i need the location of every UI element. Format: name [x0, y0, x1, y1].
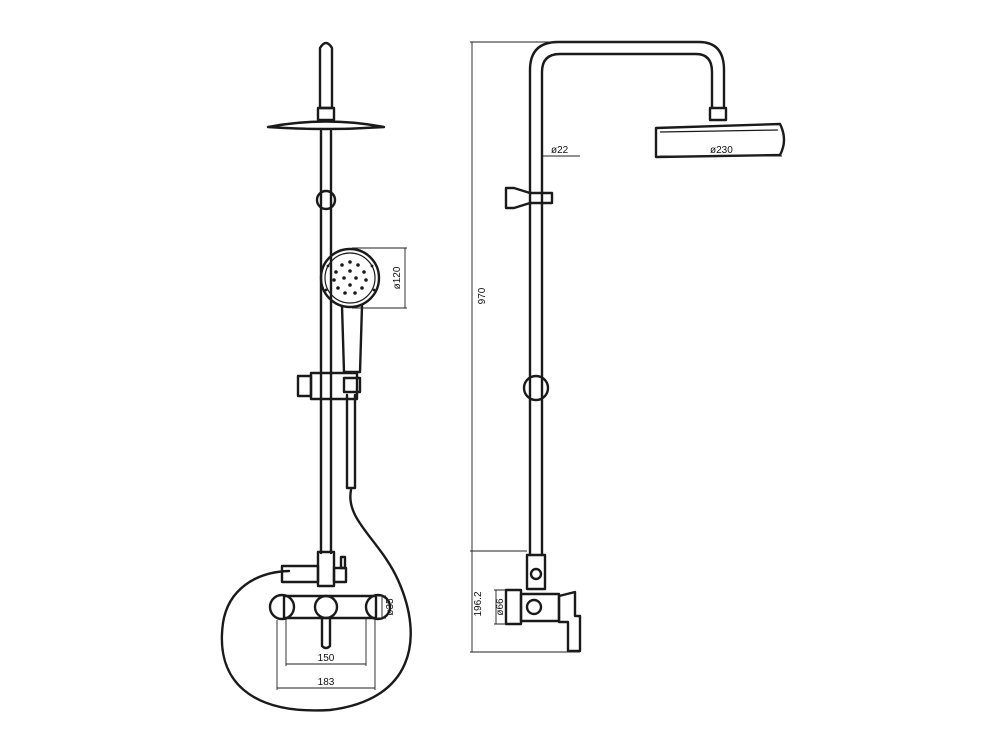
front-view: ø35 150 183 ø120 — [220, 41, 412, 712]
handset-head — [319, 247, 381, 309]
dim-lower-height: 196.2 — [470, 550, 527, 617]
side-rain-head — [654, 122, 786, 159]
dim-total-height: 970 — [470, 41, 700, 653]
dim-inner-width-label: 150 — [318, 653, 335, 664]
dim-lower-height-label: 196.2 — [473, 591, 484, 616]
dim-handset: ø120 — [352, 247, 407, 309]
side-head-connector — [708, 106, 728, 122]
dim-rail-label: ø22 — [551, 145, 569, 156]
side-mixer-lever — [557, 590, 582, 653]
side-wall-flange — [504, 588, 523, 626]
side-mixer-nut — [525, 598, 543, 616]
side-diverter-knob — [529, 567, 543, 581]
mixer-lever — [320, 616, 332, 650]
dim-rail: ø22 — [543, 145, 580, 157]
dim-body-label: ø66 — [495, 598, 506, 616]
side-slide-bracket — [504, 186, 554, 210]
mixer-left-cap — [268, 593, 296, 621]
hose-loop — [220, 488, 412, 712]
dim-outer-width-label: 183 — [318, 677, 335, 688]
dim-handset-label: ø120 — [392, 266, 403, 289]
dim-outlet: ø35 — [378, 595, 396, 619]
side-stop-ball — [522, 374, 550, 402]
slide-holder-left — [296, 374, 313, 398]
handset-hose-upper — [345, 393, 357, 490]
side-diverter-block — [525, 553, 547, 591]
handset — [319, 247, 381, 490]
front-head-connector — [316, 106, 336, 122]
dim-body: ø66 — [494, 589, 506, 625]
dim-inner-width: 150 — [285, 618, 367, 666]
side-overhead-arm — [528, 40, 726, 557]
side-overhead-arm-inner — [540, 52, 714, 557]
handset-inner-ring — [324, 252, 376, 304]
front-rain-head — [266, 120, 386, 131]
handset-handle — [340, 304, 364, 374]
mixer-right-cap — [364, 593, 392, 621]
front-ring-bracket — [315, 189, 337, 211]
side-view: ø22 ø230 970 196.2 ø66 — [470, 40, 786, 653]
mixer-handle-hub — [313, 594, 339, 620]
diverter-pin — [339, 555, 347, 570]
dim-head-label: ø230 — [710, 145, 733, 156]
dim-outlet-label: ø35 — [385, 598, 396, 616]
diverter-block — [316, 550, 336, 588]
side-rain-head-face — [659, 129, 779, 133]
slide-holder-body — [309, 371, 359, 401]
dim-head: ø230 — [660, 145, 782, 157]
dim-total-height-label: 970 — [477, 287, 488, 304]
mixer-body — [282, 594, 378, 620]
diverter-knob — [332, 566, 348, 584]
handset-nozzles — [324, 260, 376, 295]
diverter-outlet — [280, 564, 320, 584]
front-rail — [319, 129, 333, 555]
dim-outer-width: 183 — [276, 620, 376, 690]
slide-holder-right — [342, 376, 362, 394]
front-top-pipe — [318, 41, 334, 110]
